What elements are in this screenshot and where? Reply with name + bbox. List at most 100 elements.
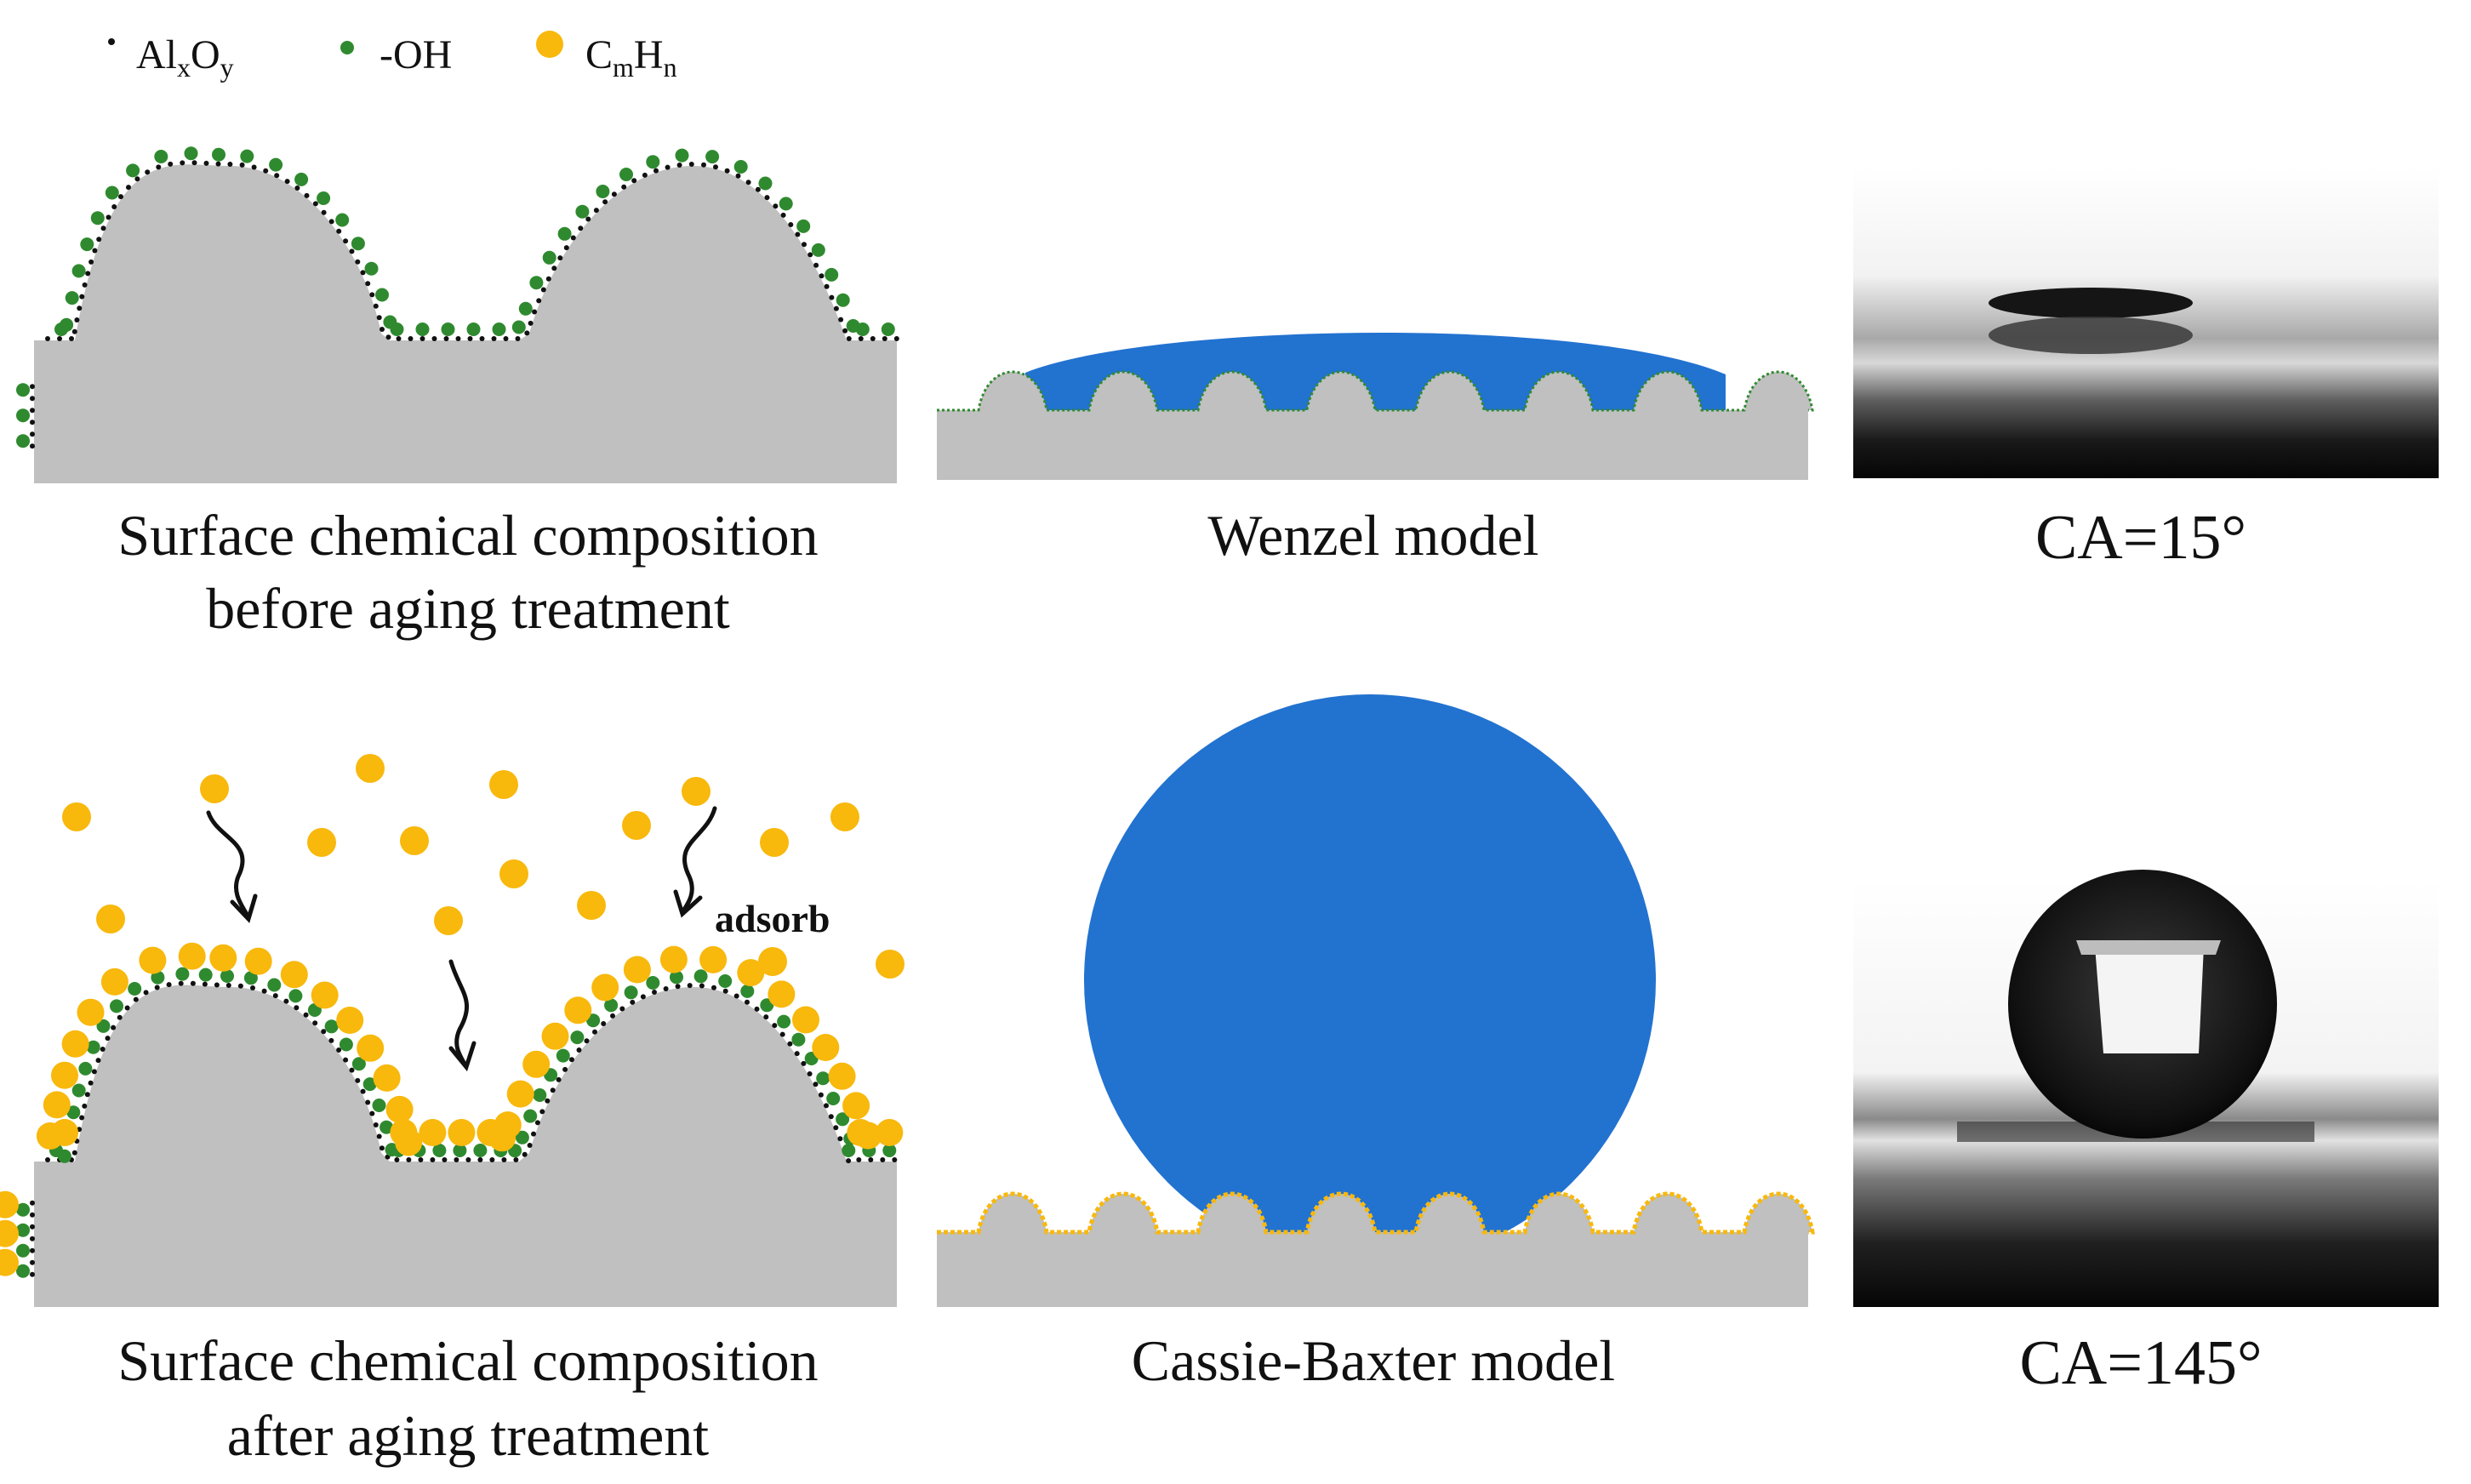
oxide-dot bbox=[551, 265, 557, 271]
hydroxyl-dot bbox=[570, 1030, 585, 1045]
oxide-dot bbox=[524, 330, 530, 336]
oxide-dot bbox=[540, 287, 546, 293]
oxide-dot bbox=[631, 178, 637, 184]
oxide-dot bbox=[30, 384, 35, 390]
free-hydrocarbon bbox=[400, 826, 429, 855]
oxide-dot bbox=[454, 1157, 459, 1162]
hydroxyl-dot bbox=[836, 293, 850, 307]
hydroxyl-dot bbox=[105, 186, 119, 200]
oxide-dot bbox=[557, 255, 563, 261]
oxide-dot bbox=[665, 164, 671, 170]
oxide-dot bbox=[376, 315, 382, 321]
hydroxyl-dot bbox=[288, 989, 303, 1003]
hydroxyl-dot bbox=[796, 219, 811, 233]
oxide-dot bbox=[30, 396, 35, 402]
hydroxyl-dot bbox=[110, 999, 123, 1013]
adsorbed-hydrocarbon bbox=[36, 1122, 64, 1150]
legend-hydrocarbon: CmHn bbox=[585, 32, 677, 83]
caption-wenzel: Wenzel model bbox=[1207, 503, 1538, 568]
oxide-dot bbox=[780, 212, 786, 218]
hydroxyl-dot bbox=[351, 1057, 366, 1071]
hydroxyl-dot bbox=[881, 322, 895, 336]
oxide-dot bbox=[807, 1071, 813, 1076]
free-hydrocarbons bbox=[62, 754, 905, 979]
oxide-dot bbox=[824, 283, 830, 289]
oxide-dot bbox=[880, 1157, 886, 1162]
oxide-dot bbox=[745, 180, 751, 186]
oxide-dot bbox=[118, 194, 123, 200]
oxide-dot bbox=[274, 173, 280, 179]
oxide-dot bbox=[838, 317, 844, 322]
oxide-dot bbox=[100, 1047, 106, 1052]
oxide-dot bbox=[465, 1157, 471, 1162]
oxide-dot bbox=[250, 985, 255, 990]
oxide-dot bbox=[272, 993, 278, 999]
oxide-dot bbox=[328, 1037, 334, 1043]
hydroxyl-dot bbox=[96, 1019, 111, 1033]
oxide-dot bbox=[763, 1014, 769, 1020]
hydroxyl-dot bbox=[842, 1144, 856, 1157]
oxide-dot bbox=[294, 1005, 300, 1011]
hydroxyl-dot bbox=[415, 322, 430, 336]
surface-groups-before bbox=[16, 146, 899, 449]
hydroxyl-dot bbox=[379, 1120, 394, 1134]
oxide-dot bbox=[477, 1157, 483, 1162]
oxide-dot bbox=[640, 994, 646, 1000]
oxide-dot bbox=[379, 1145, 385, 1151]
adsorbed-hydrocarbon bbox=[311, 981, 339, 1009]
hydroxyl-dot bbox=[198, 967, 213, 982]
oxide-dot bbox=[30, 1271, 35, 1277]
oxide-dot bbox=[858, 336, 864, 341]
oxide-dot bbox=[203, 160, 209, 166]
oxide-dot bbox=[191, 160, 197, 166]
adsorbed-hydrocarbon bbox=[842, 1092, 870, 1120]
oxide-dot bbox=[442, 1157, 448, 1162]
oxide-dot bbox=[532, 309, 538, 315]
adsorbed-hydrocarbon bbox=[139, 946, 167, 974]
oxide-dot bbox=[795, 231, 801, 237]
oxide-dot bbox=[365, 281, 371, 287]
oxide-dot bbox=[621, 184, 627, 190]
oxide-dot bbox=[166, 982, 172, 988]
oxide-dot bbox=[336, 1047, 342, 1053]
oxide-dot bbox=[355, 1077, 361, 1083]
oxide-dot bbox=[556, 1076, 562, 1082]
oxide-dot bbox=[283, 998, 289, 1004]
cassie-model bbox=[937, 694, 1815, 1307]
oxide-dot bbox=[91, 1069, 97, 1075]
oxide-dot bbox=[30, 1224, 35, 1230]
oxide-dot bbox=[45, 1157, 50, 1162]
adsorbed-hydrocarbon bbox=[448, 1119, 476, 1146]
oxide-dot bbox=[321, 1029, 327, 1035]
oxide-dot bbox=[30, 420, 35, 425]
oxide-dot bbox=[699, 983, 705, 989]
hydroxyl-dot bbox=[529, 276, 544, 290]
oxide-dot bbox=[82, 1103, 88, 1109]
oxide-dot bbox=[154, 985, 160, 990]
flat-droplet-reflection bbox=[1989, 317, 2193, 354]
hydroxyl-dot bbox=[575, 204, 590, 219]
oxide-dot bbox=[343, 238, 349, 244]
adsorbed-hydrocarbon bbox=[623, 956, 651, 984]
adsorbed-hydrocarbon bbox=[522, 1050, 551, 1078]
arrow-1-head bbox=[230, 893, 258, 923]
oxide-dot bbox=[455, 336, 461, 341]
oxide-dot bbox=[30, 1259, 35, 1265]
hydroxyl-dot bbox=[16, 383, 30, 397]
oxide-dot bbox=[882, 336, 887, 341]
oxide-dot bbox=[602, 199, 608, 205]
oxide-dot bbox=[745, 999, 750, 1005]
oxide-dot bbox=[562, 1066, 568, 1072]
hydroxyl-dot bbox=[492, 322, 506, 336]
oxide-dot bbox=[418, 1157, 424, 1162]
hydroxyl-dot bbox=[243, 971, 258, 985]
oxide-dot bbox=[522, 1151, 528, 1157]
oxide-dot bbox=[676, 163, 682, 168]
oxide-dot bbox=[95, 1058, 101, 1064]
hydroxyl-dot bbox=[16, 1202, 30, 1217]
oxide-dot bbox=[733, 993, 739, 999]
cassie-roughness bbox=[937, 1191, 1815, 1237]
free-hydrocarbon bbox=[434, 906, 463, 935]
oxide-dot bbox=[379, 327, 385, 332]
hydroxyl-dot bbox=[71, 1083, 86, 1098]
